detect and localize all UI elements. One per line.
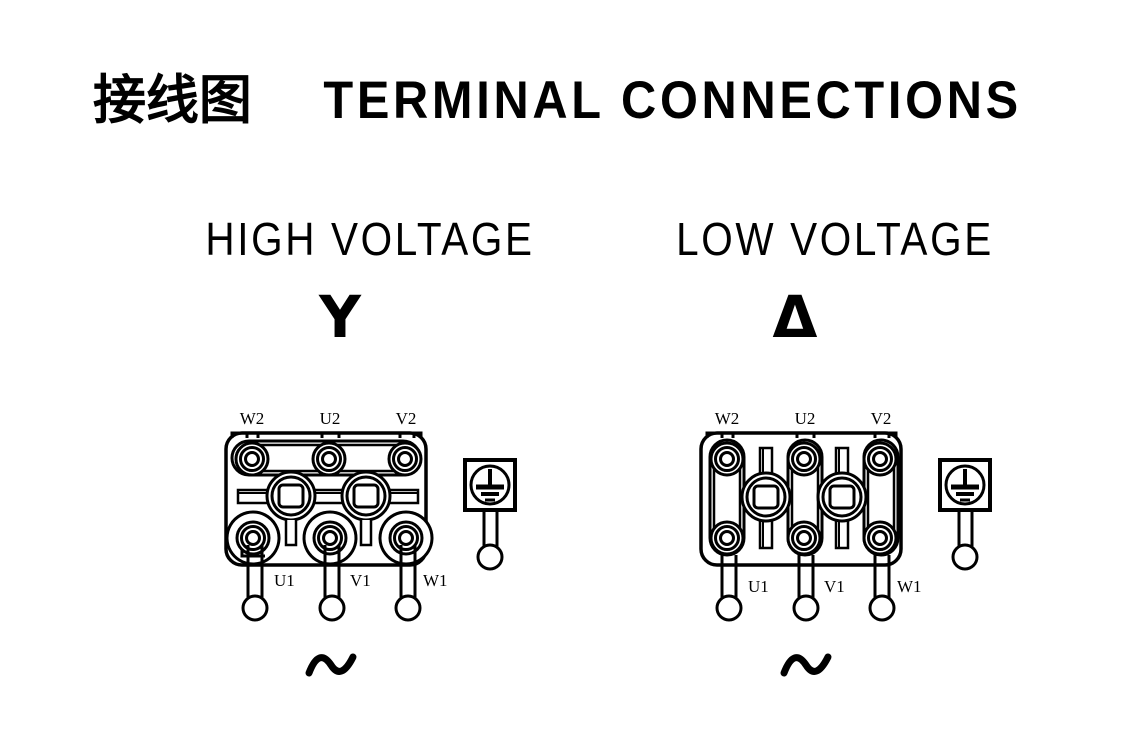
terminal-label-v2: V2: [396, 409, 417, 428]
lead-wire-u1: [241, 545, 269, 622]
terminal-label-u2: U2: [795, 409, 816, 428]
shorting-link-star[interactable]: [230, 439, 422, 477]
terminal-screw-v1[interactable]: [786, 520, 822, 556]
terminal-nut-right[interactable]: [340, 470, 392, 522]
lead-wire-v1: [318, 545, 346, 622]
lead-wire-u1: [715, 555, 743, 622]
shorting-link-delta-2[interactable]: [786, 438, 824, 557]
terminal-screw-w1[interactable]: [388, 520, 424, 556]
terminal-pad-u1: [225, 510, 281, 566]
internal-strap-bar: [236, 488, 420, 505]
terminal-screw-w1[interactable]: [862, 520, 898, 556]
terminal-screw-v1[interactable]: [312, 520, 348, 556]
terminal-screw-w2[interactable]: [234, 441, 270, 477]
panel-subtitle-low-voltage: LOW VOLTAGE: [676, 213, 994, 265]
page-title: 接线图 TERMINAL CONNECTIONS: [0, 58, 1145, 134]
lead-label-w1: W1: [897, 577, 922, 596]
panel-subtitle-high-voltage: HIGH VOLTAGE: [205, 213, 535, 265]
page-title-chinese: 接线图: [92, 70, 252, 131]
terminal-block-body: [699, 431, 903, 567]
block-top-rail: [230, 431, 423, 438]
ac-sine-icon-right: [780, 653, 832, 677]
internal-strap-bar-left: [758, 446, 774, 550]
terminal-screw-v2[interactable]: [862, 441, 898, 477]
terminal-label-u2: U2: [320, 409, 341, 428]
lead-wire-w1: [394, 545, 422, 622]
terminal-pad-v1: [302, 510, 358, 566]
block-top-rail: [705, 431, 898, 438]
terminal-block-body: [224, 431, 428, 567]
terminal-nut-right[interactable]: [816, 471, 868, 523]
terminal-pad-w1: [378, 510, 434, 566]
terminal-nut-left[interactable]: [265, 470, 317, 522]
shorting-link-delta-1[interactable]: [708, 438, 746, 557]
lead-label-u1: U1: [748, 577, 769, 596]
connection-symbol-delta: Δ: [772, 283, 818, 351]
internal-strap-bar-right: [834, 446, 850, 550]
lead-label-w1: W1: [423, 571, 448, 590]
connection-symbol-star: Y: [319, 283, 361, 351]
page-title-english: TERMINAL CONNECTIONS: [323, 71, 1022, 130]
shorting-link-delta-3[interactable]: [862, 438, 900, 557]
lead-wire-v1: [792, 555, 820, 622]
earth-terminal-low-voltage[interactable]: [940, 460, 990, 571]
earth-terminal-high-voltage[interactable]: [465, 460, 515, 571]
nut-tab-right: [359, 520, 373, 547]
lead-label-v1: V1: [350, 571, 371, 590]
nut-tab-left: [284, 520, 298, 547]
ac-sine-icon-left: [305, 653, 357, 677]
terminal-block-low-voltage: W2 U2 V2: [699, 409, 990, 677]
terminal-screw-u2[interactable]: [786, 441, 822, 477]
terminal-screw-u1[interactable]: [709, 520, 745, 556]
terminal-screw-u2[interactable]: [311, 441, 347, 477]
lead-label-v1: V1: [824, 577, 845, 596]
terminal-screw-v2[interactable]: [387, 441, 423, 477]
terminal-label-w2: W2: [240, 409, 265, 428]
terminal-screw-u1[interactable]: [235, 520, 271, 556]
terminal-screw-w2[interactable]: [709, 441, 745, 477]
lead-wire-w1: [868, 555, 896, 622]
lead-label-u1: U1: [274, 571, 295, 590]
terminal-label-w2: W2: [715, 409, 740, 428]
terminal-nut-left[interactable]: [740, 471, 792, 523]
terminal-label-v2: V2: [871, 409, 892, 428]
terminal-block-high-voltage: W2 U2 V2: [224, 409, 515, 677]
